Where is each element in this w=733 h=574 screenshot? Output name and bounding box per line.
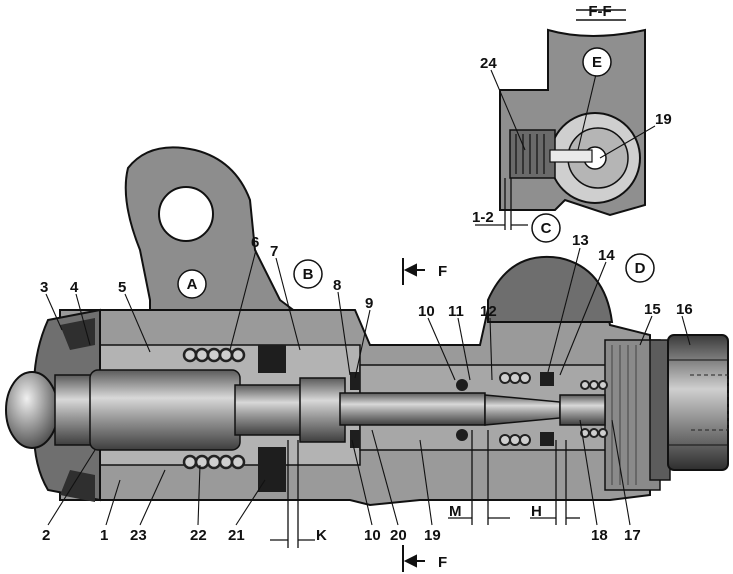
marker-e-label: E [592,54,602,71]
part-3-label: 3 [40,279,48,296]
return-spring [182,347,246,470]
part-13-label: 13 [572,232,589,249]
dim-h-label: H [531,503,542,520]
part-1-label: 1 [100,527,108,544]
marker-b: B [293,259,323,289]
dim-gap-label: 1-2 [472,209,494,226]
part-18-label: 18 [591,527,608,544]
marker-d: D [625,253,655,283]
section-cut-marks [402,258,425,572]
part-20-label: 20 [390,527,407,544]
dim-m-label: M [449,503,462,520]
part-10-bottom-label: 10 [364,527,381,544]
marker-e: E [582,47,612,77]
section-title: F-F [588,3,611,20]
end-nut [649,334,729,481]
mounting-hole [158,186,214,242]
cut-mark-top: F [438,263,447,280]
part-17-label: 17 [624,527,641,544]
cut-mark-bottom: F [438,554,447,571]
marker-a-label: A [187,276,198,293]
dimension-lines [270,178,580,548]
part-9-label: 9 [365,295,373,312]
marker-a: A [177,269,207,299]
part-22-label: 22 [190,527,207,544]
marker-d-label: D [635,260,646,277]
part-23-label: 23 [130,527,147,544]
dim-k-label: K [316,527,327,544]
part-21-label: 21 [228,527,245,544]
part-4-label: 4 [70,279,79,296]
part-6-label: 6 [251,234,259,251]
part-24-label: 24 [480,55,497,72]
part-2-label: 2 [42,527,50,544]
marker-c: C [531,213,561,243]
part-15-label: 15 [644,301,661,318]
part-19-label: 19 [424,527,441,544]
part-16-label: 16 [676,301,693,318]
part-5-label: 5 [118,279,126,296]
push-rod-head [5,371,59,449]
circle-markers: A B C D E [177,47,655,299]
part-numbers: 3 4 5 6 7 8 9 10 11 12 13 14 15 16 18 17… [40,55,693,544]
part-12-label: 12 [480,303,497,320]
plunger-assembly [54,369,606,451]
section-f-f-inset [499,9,646,217]
part-10-top-label: 10 [418,303,435,320]
part-11-label: 11 [448,303,464,320]
part-19-inset-label: 19 [655,111,672,128]
part-14-label: 14 [598,247,615,264]
valve-spring [499,372,608,446]
marker-b-label: B [303,266,314,283]
part-7-label: 7 [270,243,278,260]
leader-lines [45,69,691,526]
part-8-label: 8 [333,277,341,294]
marker-c-label: C [541,220,552,237]
